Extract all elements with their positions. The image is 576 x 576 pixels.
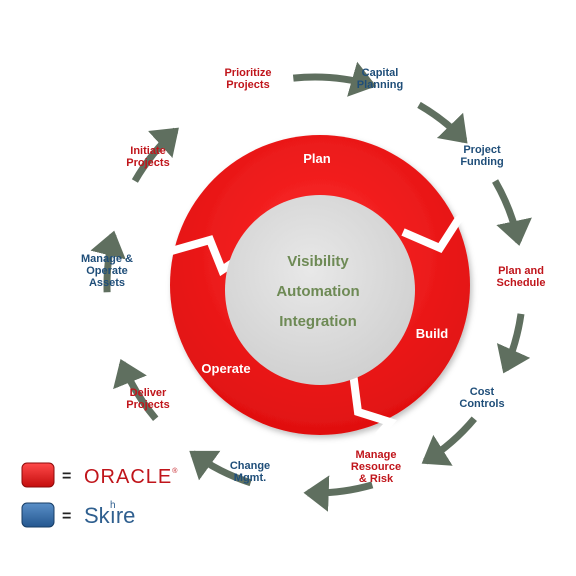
phase-label-build: Build: [416, 326, 449, 341]
legend-equals-skire: =: [62, 508, 71, 525]
step-label-line: Deliver: [130, 387, 167, 399]
red-square-icon: [21, 462, 55, 488]
step-label-line: Plan and: [498, 265, 544, 277]
step-label-line: Operate: [86, 265, 128, 277]
blue-square-icon: [21, 502, 55, 528]
step-label-line: Capital: [362, 67, 399, 79]
step-label-line: Project: [463, 144, 501, 156]
oracle-logo: ORACLE®: [84, 466, 178, 488]
step-label-line: Resource: [351, 461, 401, 473]
skire-logo-i: ı: [110, 503, 116, 528]
separator-plan-build: [401, 208, 473, 254]
step-label-line: Planning: [357, 79, 403, 91]
step-label-line: & Risk: [359, 473, 394, 485]
step-label-line: Projects: [226, 79, 269, 91]
cycle-arrow: [492, 179, 532, 246]
cycle-arrow: [189, 450, 252, 487]
phase-label-operate: Operate: [201, 361, 250, 376]
step-label-line: Funding: [460, 156, 503, 168]
step-label-line: Manage &: [81, 253, 133, 265]
step-label-line: Change: [230, 460, 270, 472]
cycle-arrow: [131, 127, 179, 183]
center-label-visibility: Visibility: [287, 253, 349, 270]
cycle-arrow: [292, 61, 377, 97]
legend-oracle: = ORACLE®: [21, 462, 178, 488]
skire-logo-start: Sk: [84, 503, 111, 528]
step-label-line: Initiate: [130, 145, 165, 157]
cycle-arrow: [421, 416, 477, 466]
skire-logo: Skıre: [84, 503, 135, 528]
step-label-line: Prioritize: [224, 67, 271, 79]
separator-build-operate: [348, 364, 397, 439]
step-label-line: Schedule: [497, 277, 546, 289]
legend-skire: = Skıre h: [21, 500, 135, 528]
phase-separators: [166, 208, 473, 439]
cycle-arrow: [113, 359, 159, 421]
step-label-line: Projects: [126, 157, 169, 169]
cycle-arrow: [496, 313, 531, 374]
legend: = ORACLE® = Skıre h: [21, 462, 178, 528]
phase-label-plan: Plan: [303, 151, 331, 166]
center-label-automation: Automation: [276, 283, 359, 300]
center-label-integration: Integration: [279, 313, 357, 330]
cycle-arrow: [417, 101, 468, 144]
step-label-line: Controls: [459, 398, 504, 410]
oracle-logo-text: ORACLE: [84, 466, 172, 488]
legend-equals-oracle: =: [62, 468, 71, 485]
cycle-arrows: [90, 61, 532, 512]
step-label-line: Manage: [356, 449, 397, 461]
separator-plan-operate: [166, 235, 237, 277]
cycle-arrow: [90, 230, 126, 293]
skire-logo-accent: h: [110, 500, 116, 511]
skire-logo-end: re: [116, 503, 136, 528]
cycle-arrow: [303, 475, 374, 512]
oracle-logo-mark: ®: [172, 467, 178, 475]
step-label-line: Mgmt.: [234, 472, 266, 484]
step-label-line: Cost: [470, 386, 495, 398]
step-label-line: Assets: [89, 277, 125, 289]
step-label-line: Projects: [126, 399, 169, 411]
center-circle: [225, 195, 415, 385]
